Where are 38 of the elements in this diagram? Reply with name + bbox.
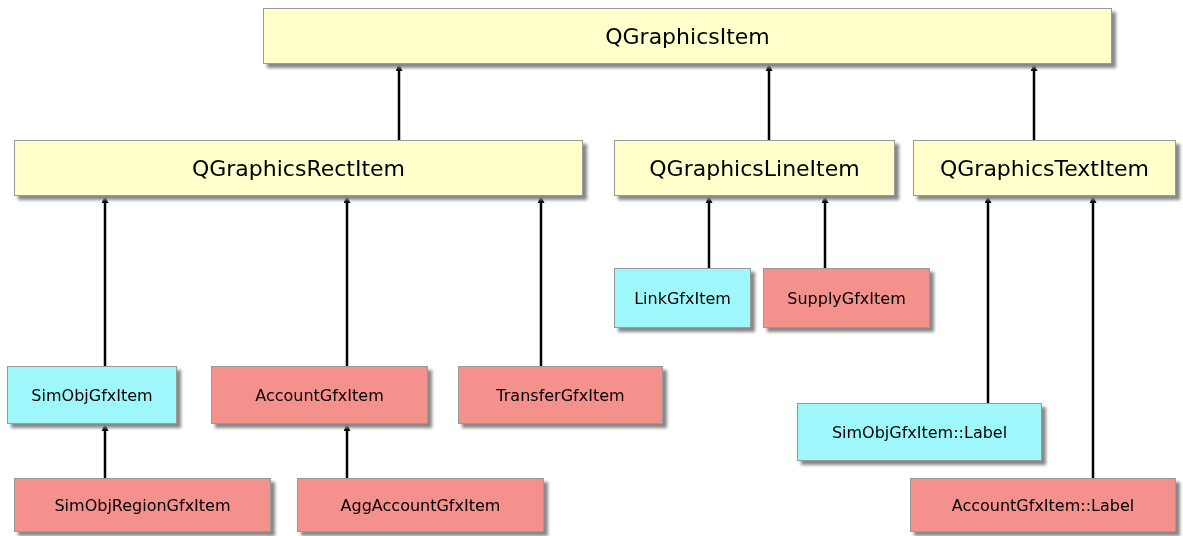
class-name: SimObjGfxItem::Label bbox=[831, 422, 1008, 442]
class-box bbox=[614, 268, 751, 328]
inheritance-arrow bbox=[705, 196, 713, 268]
class-name: QGraphicsLineItem bbox=[649, 155, 860, 181]
class-name: QGraphicsItem bbox=[605, 23, 770, 49]
inheritance-arrow bbox=[537, 196, 545, 366]
inheritance-arrow bbox=[765, 64, 773, 140]
class-name: SimObjGfxItem bbox=[31, 385, 153, 405]
class-name: SimObjRegionGfxItem bbox=[54, 495, 231, 515]
class-box bbox=[263, 8, 1112, 64]
class-name: TransferGfxItem bbox=[496, 385, 625, 405]
class-box bbox=[614, 140, 895, 196]
class-box bbox=[14, 478, 271, 532]
class-name: QGraphicsTextItem bbox=[939, 155, 1149, 181]
inheritance-arrow bbox=[343, 196, 351, 366]
inheritance-arrow bbox=[101, 424, 109, 478]
class-box bbox=[14, 140, 583, 196]
class-name: AccountGfxItem bbox=[255, 385, 384, 405]
class-name: AggAccountGfxItem bbox=[340, 495, 501, 515]
inheritance-arrow bbox=[395, 64, 403, 140]
inheritance-arrow bbox=[101, 196, 109, 366]
inheritance-arrow bbox=[821, 196, 829, 268]
class-box bbox=[7, 366, 177, 424]
class-box bbox=[910, 478, 1176, 532]
class-box bbox=[913, 140, 1176, 196]
class-box bbox=[797, 403, 1042, 461]
inheritance-arrow bbox=[1030, 64, 1038, 140]
class-box bbox=[763, 268, 930, 328]
class-name: QGraphicsRectItem bbox=[191, 155, 406, 181]
inheritance-arrow bbox=[984, 196, 992, 403]
class-box bbox=[458, 366, 663, 424]
class-name: AccountGfxItem::Label bbox=[951, 495, 1135, 515]
class-name: SupplyGfxItem bbox=[787, 288, 906, 308]
inheritance-arrow bbox=[1089, 196, 1097, 478]
class-box bbox=[211, 366, 428, 424]
class-box bbox=[297, 478, 544, 532]
class-name: LinkGfxItem bbox=[634, 288, 731, 308]
inheritance-arrow bbox=[343, 424, 351, 478]
